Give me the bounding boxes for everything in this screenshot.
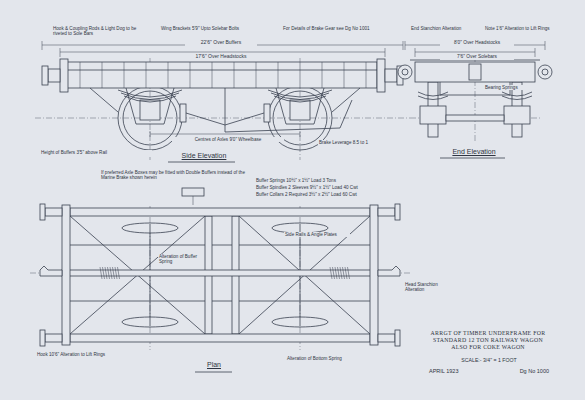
spring-coil — [335, 267, 337, 279]
spring-coil — [108, 267, 110, 279]
part-name: Side Rails & Angle Plates — [284, 232, 350, 237]
spring-coil — [338, 267, 340, 279]
stanchion-plate — [102, 62, 103, 88]
stanchion-plate — [168, 62, 169, 88]
drawing-number: Dg No 1000 — [490, 368, 550, 374]
dimension: 8'0" Over Headstocks — [440, 40, 514, 46]
stanchion-plate — [124, 62, 125, 88]
spring-coil — [105, 267, 107, 279]
stanchion-plate — [212, 62, 213, 88]
spring-coil — [113, 267, 115, 279]
stanchion-plate — [234, 62, 235, 88]
dimension: Centres of Axles 9'0" Wheelbase — [172, 137, 284, 142]
spring-coil — [330, 267, 332, 279]
spec-text: Buffer Collars 2 Required 3½" x 2½" Load… — [255, 192, 407, 197]
scale-text: SCALE:- 3/4" = 1 FOOT — [428, 358, 550, 364]
stanchion-plate — [190, 62, 191, 88]
view-title: End Elevation — [430, 148, 518, 156]
stanchion-plate — [256, 62, 257, 88]
dimension: 17'6" Over Headstocks — [180, 54, 262, 60]
spring-coil — [100, 267, 102, 279]
note-text: Brake Leverage 8.5 to 1 — [318, 140, 400, 145]
stanchion-plate — [278, 62, 279, 88]
stanchion-plate — [344, 62, 345, 88]
part-name: Bearing Springs — [484, 85, 530, 90]
note-text: Height of Buffers 3'5" above Rail — [40, 150, 152, 155]
note-text: Hook & Coupling Rods & Light Dog to be r… — [52, 26, 146, 37]
title-block: ARRGT OF TIMBER UNDERFRAME FOR STANDARD … — [428, 330, 548, 352]
spring-coil — [115, 267, 117, 279]
note-text: For Details of Brake Gear see Dg No 1001 — [282, 26, 380, 31]
spring-coil — [118, 267, 120, 279]
note-text: If preferred Axle Boxes may be fitted wi… — [100, 170, 252, 181]
dimension: 7'6" Over Solebars — [440, 54, 514, 60]
spring-coil — [340, 267, 342, 279]
dimension: 22'6" Over Buffers — [185, 40, 257, 46]
view-title: Side Elevation — [160, 152, 248, 160]
part-name: Hook 10'6" Alteration to Lift Rings — [36, 352, 108, 357]
part-name: Alteration of Buffer Spring — [158, 254, 204, 265]
part-name: Head Stanchion Alteration — [404, 282, 456, 293]
spring-coil — [348, 267, 350, 279]
spring-coil — [343, 267, 345, 279]
spec-text: Buffer Springs 10½" x 1½" Load 3 Tons — [255, 178, 407, 183]
spring-coil — [103, 267, 105, 279]
part-name: Alteration of Bottom Spring — [286, 356, 368, 361]
stanchion-plate — [322, 62, 323, 88]
stanchion-plate — [80, 62, 81, 88]
note-text: Wing Brackets 5'9" Upto Solebar Bolts — [160, 26, 244, 31]
spec-text: Buffer Spindles 2 Sleeves 9½" x 1½" Load… — [255, 185, 407, 190]
spring-coil — [110, 267, 112, 279]
stanchion-plate — [366, 62, 367, 88]
view-title: Plan — [193, 361, 235, 369]
note-text: End Stanchion Alteration — [410, 26, 478, 31]
stanchion-plate — [300, 62, 301, 88]
note-text: Note 1'6" Alteration to Lift Rings — [484, 26, 556, 31]
stanchion-plate — [146, 62, 147, 88]
date-text: APRIL 1923 — [428, 368, 485, 374]
spring-coil — [333, 267, 335, 279]
spring-coil — [345, 267, 347, 279]
